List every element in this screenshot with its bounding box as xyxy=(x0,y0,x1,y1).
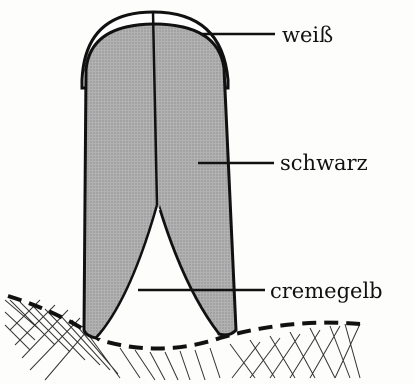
label-bottom: cremegelb xyxy=(270,279,383,303)
label-middle: schwarz xyxy=(280,151,368,175)
label-top: weiß xyxy=(282,23,333,47)
